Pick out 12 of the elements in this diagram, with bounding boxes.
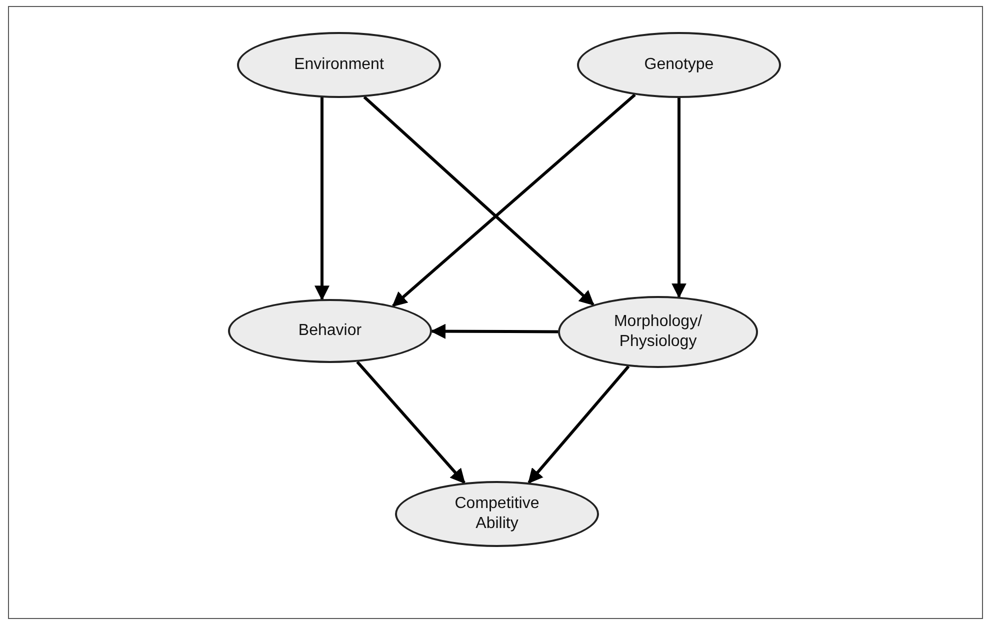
node-label: Environment <box>294 55 384 75</box>
node-label: Behavior <box>298 321 362 341</box>
node-label: Morphology/ Physiology <box>612 312 704 352</box>
arrow <box>363 96 594 306</box>
node-label: Genotype <box>644 55 714 75</box>
arrow <box>314 98 330 301</box>
arrow <box>528 365 630 484</box>
arrow <box>392 94 636 307</box>
arrow <box>356 360 466 484</box>
arrow <box>430 324 558 339</box>
arrow <box>672 98 686 298</box>
node-label: Competitive Ability <box>454 494 540 534</box>
